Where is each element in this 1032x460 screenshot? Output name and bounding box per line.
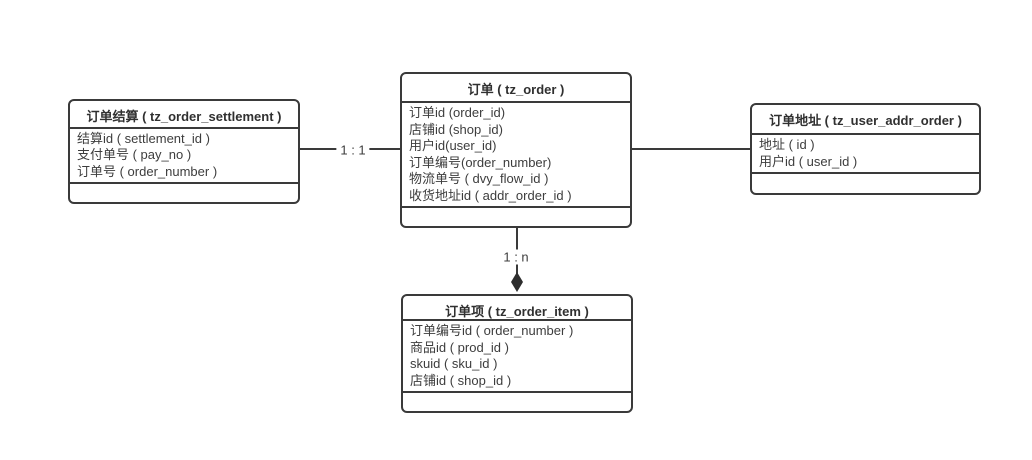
entity-order-item: 订单项 ( tz_order_item ) 订单编号id ( order_num… [401,294,633,413]
entity-user-addr-order-footer [752,174,979,193]
entity-field: 店铺id ( shop_id ) [410,372,512,388]
entity-order-settlement-fields: 结算id ( settlement_id ) 支付单号 ( pay_no ) 订… [70,129,298,184]
connector-label-settlement-order: 1 : 1 [336,142,370,158]
entity-field: 店铺id (shop_id) [409,121,503,137]
entity-field: 结算id ( settlement_id ) [77,130,210,146]
entity-field: 订单号 ( order_number ) [77,163,218,179]
diamond-arrow-icon [511,272,523,292]
entity-user-addr-order-title: 订单地址 ( tz_user_addr_order ) [752,105,979,135]
entity-order-item-fields: 订单编号id ( order_number ) 商品id ( prod_id )… [403,321,631,393]
connector-label-order-item: 1 : n [499,249,533,265]
connector-order-addr [632,148,750,150]
entity-field: 地址 ( id ) [759,137,815,152]
entity-field: 物流单号 ( dvy_flow_id ) [409,171,549,186]
entity-order-settlement-title: 订单结算 ( tz_order_settlement ) [70,101,298,129]
entity-user-addr-order-fields: 地址 ( id ) 用户id ( user_id ) [752,135,979,174]
entity-order-settlement-footer [70,184,298,202]
entity-field: 商品id ( prod_id ) [410,339,509,355]
entity-order-title: 订单 ( tz_order ) [402,74,630,103]
entity-field: 用户id(user_id) [409,138,497,153]
entity-order-fields: 订单id (order_id) 店铺id (shop_id) 用户id(user… [402,103,630,208]
entity-order: 订单 ( tz_order ) 订单id (order_id) 店铺id (sh… [400,72,632,228]
entity-field: 订单编号id ( order_number ) [410,323,574,338]
entity-field: skuid ( sku_id ) [410,356,498,371]
entity-order-settlement: 订单结算 ( tz_order_settlement ) 结算id ( sett… [68,99,300,204]
entity-user-addr-order: 订单地址 ( tz_user_addr_order ) 地址 ( id ) 用户… [750,103,981,195]
entity-field: 订单id (order_id) [409,105,506,120]
entity-field: 收货地址id ( addr_order_id ) [409,187,572,203]
entity-order-item-title: 订单项 ( tz_order_item ) [403,296,631,321]
entity-field: 订单编号(order_number) [409,154,552,170]
entity-field: 支付单号 ( pay_no ) [77,147,192,162]
entity-field: 用户id ( user_id ) [759,153,858,169]
entity-order-footer [402,208,630,226]
entity-order-item-footer [403,393,631,411]
